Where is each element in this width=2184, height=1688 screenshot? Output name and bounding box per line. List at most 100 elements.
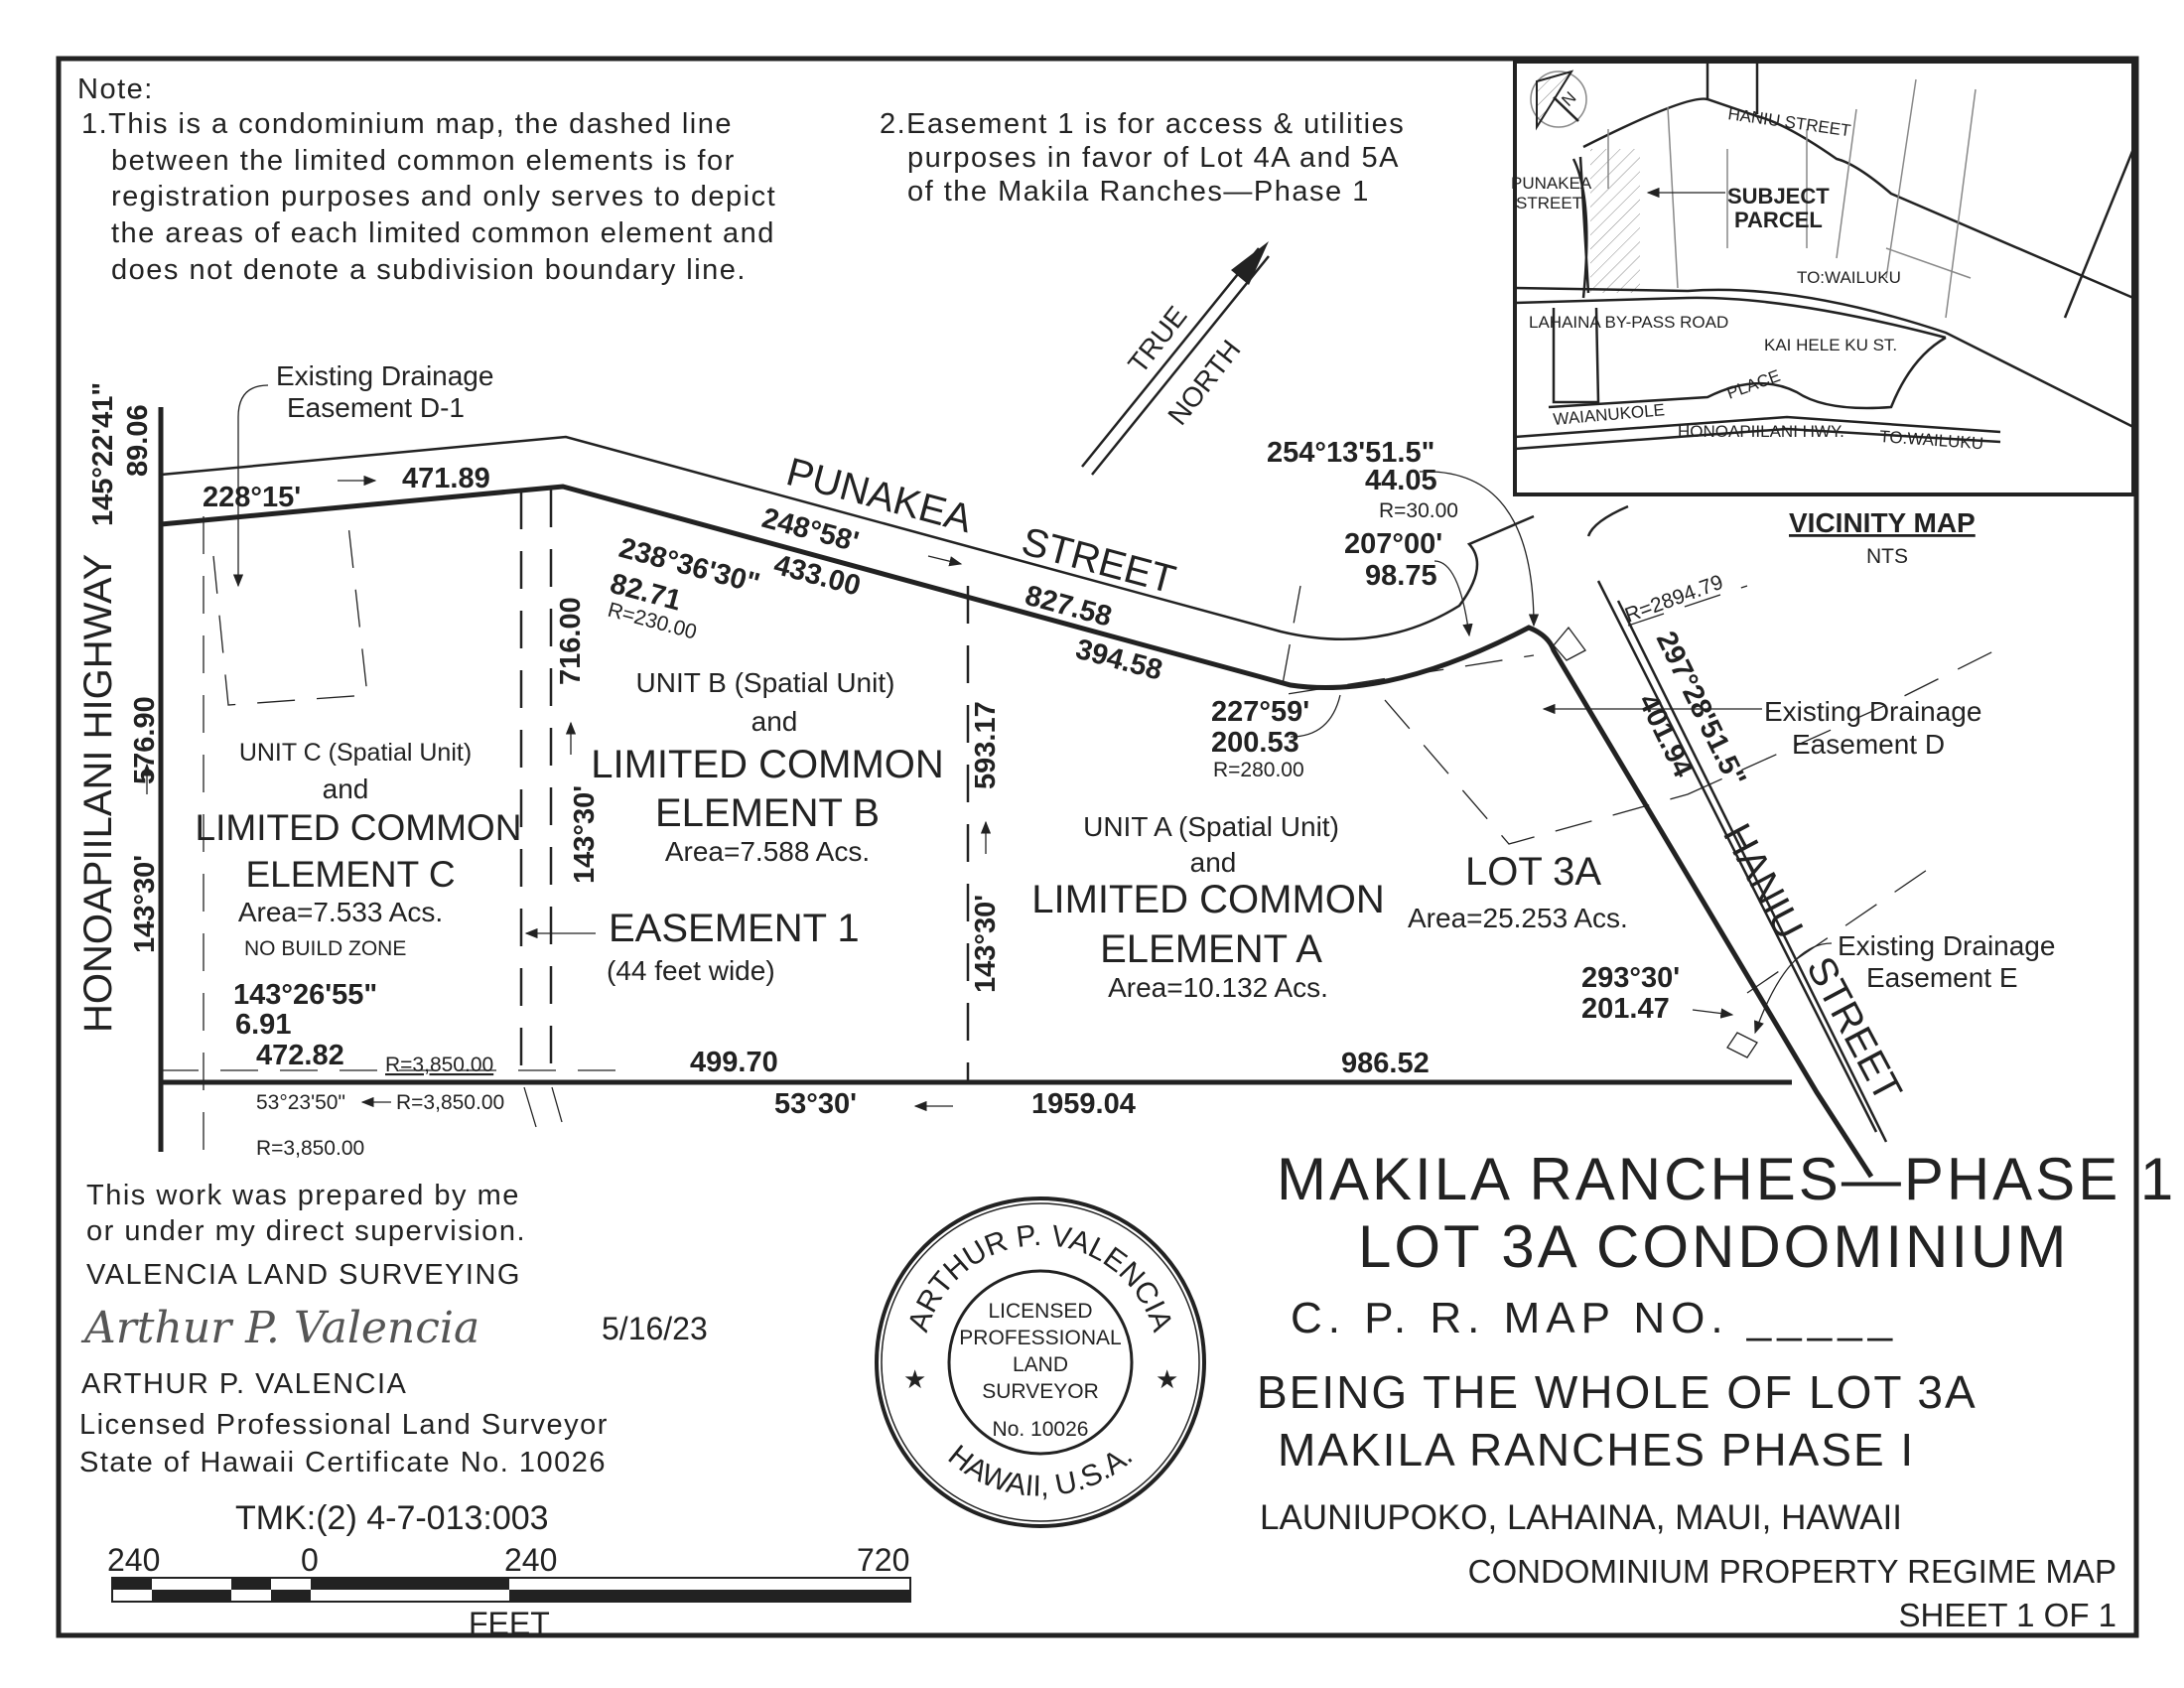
curve-delta: 227°59' (1211, 696, 1309, 728)
course-bearing: 228°15' (203, 482, 301, 513)
seal-inner-line: LICENSED (988, 1300, 1092, 1323)
curve-radius: R=280.00 (1213, 759, 1304, 781)
scale-tick: 720 (857, 1542, 909, 1578)
north-label-true: TRUE (1122, 301, 1192, 379)
course-bearing: 207°00' (1344, 528, 1442, 560)
seal-star-icon: ★ (1156, 1364, 1178, 1394)
vicinity-north-arrow-icon: N (1530, 70, 1587, 131)
unit-a: UNIT A (Spatial Unit) and LIMITED COMMON… (1031, 811, 1385, 1003)
curve-delta: 143°26'55" (233, 979, 377, 1011)
map-type: CONDOMINIUM PROPERTY REGIME MAP (1468, 1553, 2116, 1590)
unit-c-element: ELEMENT C (245, 854, 455, 895)
map-subtitle: LOT 3A CONDOMINIUM (1358, 1213, 2069, 1280)
curve-delta: 254°13'51.5" (1267, 437, 1434, 469)
note2-line: 2.Easement 1 is for access & utilities (880, 108, 1405, 140)
course-bearing: 145°22'41" (87, 382, 119, 526)
surveyor-certification: This work was prepared by me or under my… (79, 1180, 708, 1537)
note1-line: between the limited common elements is f… (111, 145, 736, 177)
easement-d-label: Existing Drainage (1764, 696, 1981, 727)
easement-1-width: (44 feet wide) (607, 955, 775, 986)
scale-tick: 240 (504, 1542, 557, 1578)
course-distance: 98.75 (1365, 560, 1437, 592)
unit-b-lce: LIMITED COMMON (591, 743, 944, 786)
unit-c-lce: LIMITED COMMON (196, 807, 522, 848)
cpr-map-number: C. P. R. MAP NO. _____ (1291, 1294, 1898, 1342)
signature: Arthur P. Valencia (80, 1303, 479, 1353)
course-distance: 986.52 (1341, 1048, 1430, 1079)
vicinity-label: PLACE (1724, 366, 1783, 403)
easement-e-label: Easement E (1866, 962, 2018, 993)
scale-tick: 0 (301, 1542, 319, 1578)
cert-line: or under my direct supervision. (86, 1215, 526, 1247)
unit-c: UNIT C (Spatial Unit) and LIMITED COMMON… (196, 739, 522, 927)
easement-1-label: EASEMENT 1 (609, 907, 860, 950)
easement-d1-label: Easement D-1 (287, 392, 465, 423)
curve-length: 6.91 (235, 1009, 291, 1041)
unit-b-element: ELEMENT B (655, 791, 880, 835)
course-distance: 1959.04 (1031, 1088, 1136, 1120)
surveyor-certificate: State of Hawaii Certificate No. 10026 (79, 1447, 607, 1478)
title-block: MAKILA RANCHES—PHASE 1 LOT 3A CONDOMINIU… (1257, 1146, 2176, 1633)
being-line: BEING THE WHOLE OF LOT 3A (1257, 1366, 1978, 1418)
course-bearing: 248°58' (758, 502, 862, 559)
location: LAUNIUPOKO, LAHAINA, MAUI, HAWAII (1260, 1498, 1902, 1537)
parcel-linework (158, 407, 2006, 1179)
unit-b-label: UNIT B (Spatial Unit) (636, 667, 895, 698)
course-distance: 576.90 (129, 696, 161, 784)
course-distance: 394.58 (1072, 633, 1165, 687)
unit-a-lce: LIMITED COMMON (1031, 878, 1385, 921)
note2-line: of the Makila Ranches—Phase 1 (907, 176, 1370, 208)
vicinity-label: PARCEL (1734, 208, 1823, 232)
seal-inner-line: LAND (1013, 1353, 1068, 1376)
course-bearing: 293°30' (1581, 962, 1680, 994)
sheet-border (56, 56, 2139, 1638)
seal-inner-line: No. 10026 (993, 1418, 1089, 1441)
lot-3a-area: Area=25.253 Acs. (1408, 903, 1628, 933)
cert-line: This work was prepared by me (86, 1180, 520, 1211)
street-highway-label: HONOAPIILANI HIGHWAY (76, 554, 120, 1033)
course-distance: 471.89 (402, 463, 490, 494)
course-distance: 201.47 (1581, 993, 1670, 1025)
course-bearing: 143°30' (129, 855, 161, 953)
street-haniu-label: HANIU (1714, 817, 1811, 947)
lot-3a-label: LOT 3A (1465, 850, 1601, 894)
no-build-zone-label: NO BUILD ZONE (244, 937, 406, 960)
vicinity-label: SUBJECT (1727, 184, 1830, 209)
map-title: MAKILA RANCHES—PHASE 1 (1277, 1146, 2176, 1212)
curve-radius: R=30.00 (1379, 499, 1458, 522)
sheet-number: SHEET 1 OF 1 (1899, 1597, 2116, 1633)
vicinity-label: HANIU STREET (1726, 104, 1851, 140)
course-distance: 499.70 (690, 1047, 778, 1078)
course-bearing: 143°30' (970, 895, 1002, 993)
curve-radius: R=3,850.00 (385, 1054, 493, 1076)
seal-inner-line: PROFESSIONAL (959, 1327, 1121, 1349)
vicinity-map-scale: NTS (1866, 545, 1908, 568)
curve-delta: 53°23'50" (256, 1091, 345, 1114)
course-distance: 593.17 (970, 701, 1002, 789)
course-bearing: 143°30' (569, 785, 601, 884)
course-distance: 716.00 (555, 597, 587, 685)
unit-c-area: Area=7.533 Acs. (238, 897, 443, 927)
seal-bottom-text: HAWAII, U.S.A. (942, 1439, 1139, 1502)
unit-a-label: UNIT A (Spatial Unit) (1083, 811, 1339, 842)
seal-inner-line: SURVEYOR (982, 1380, 1098, 1403)
unit-a-area: Area=10.132 Acs. (1108, 972, 1328, 1003)
vicinity-map: N HANIU STREET PUNAKEA STREET SUBJECT PA… (1511, 60, 2135, 496)
surveyor-title: Licensed Professional Land Surveyor (79, 1409, 609, 1441)
unit-a-element: ELEMENT A (1100, 927, 1322, 971)
seal-star-icon: ★ (903, 1364, 926, 1394)
vicinity-label: LAHAINA BY-PASS ROAD (1529, 313, 1728, 332)
curve-length: 44.05 (1365, 465, 1437, 496)
unit-c-and: and (323, 774, 369, 804)
north-label-north: NORTH (1161, 335, 1246, 431)
easement-e-label: Existing Drainage (1838, 930, 2055, 961)
vicinity-map-title: VICINITY MAP (1789, 507, 1976, 538)
vicinity-north-label: N (1558, 88, 1579, 110)
true-north-arrow-icon: TRUE NORTH (1081, 241, 1270, 476)
curve-radius: R=3,850.00 (256, 1137, 364, 1160)
vicinity-label: STREET (1516, 194, 1582, 212)
vicinity-label: KAI HELE KU ST. (1764, 336, 1897, 354)
curve-radius: R=3,850.00 (396, 1091, 504, 1114)
being-line: MAKILA RANCHES PHASE I (1278, 1424, 1915, 1476)
vicinity-label: TO:WAILUKU (1797, 268, 1901, 287)
